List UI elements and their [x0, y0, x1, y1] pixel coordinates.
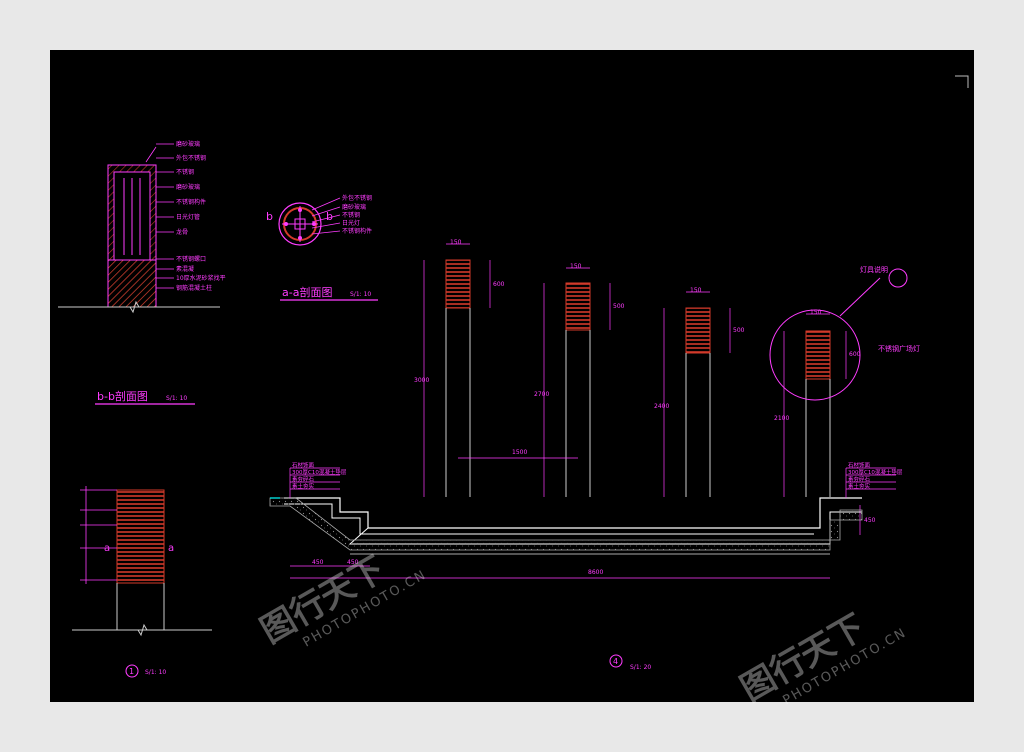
dim-pole-height: 2400 [654, 403, 669, 410]
plan-note: 不锈钢构件 [342, 227, 372, 235]
elev-note: 磨砂玻璃 [176, 140, 200, 148]
dim-pole-height: 2700 [534, 391, 549, 398]
elev-note: 不锈钢螺口 [176, 255, 206, 263]
light-head [685, 307, 711, 354]
step-note-right: 300厚C10混凝土垫层 [848, 468, 903, 476]
elev-note: 不锈钢 [176, 168, 194, 176]
elev-note: 10厚水泥砂浆找平 [176, 274, 226, 282]
dim-bottom-total: 8600 [588, 569, 603, 576]
light-head [445, 259, 471, 309]
dim-top-width: 150 [570, 263, 582, 270]
cad-drawing: 磨砂玻璃 外包不锈钢 不锈钢 磨砂玻璃 不锈钢构件 日光灯管 龙骨 不锈钢螺口 … [58, 75, 969, 678]
step-note-right: 石材饰面 [848, 461, 871, 469]
elev-note: 素混凝 [176, 265, 194, 273]
section-bb-title-block: b-b剖面图 S/1: 10 [95, 389, 195, 405]
step-note-left: 素夯碎石 [292, 475, 315, 483]
step-note-left: 300厚C10混凝土垫层 [292, 468, 347, 476]
plan-note: 不锈钢 [342, 211, 360, 219]
section-bb-scale: S/1: 10 [166, 395, 187, 402]
drawing-sheet: 磨砂玻璃 外包不锈钢 不锈钢 磨砂玻璃 不锈钢构件 日光灯管 龙骨 不锈钢螺口 … [50, 50, 974, 710]
main-elevation: 灯具说明 不锈钢广场灯 150 150 150 [269, 239, 920, 671]
dim-light-height: 500 [733, 327, 745, 334]
plan-note: 日光灯 [342, 219, 360, 227]
section-marker-a: a [104, 543, 110, 554]
dim-right-height: 450 [864, 517, 876, 524]
detail-4-scale: S/1: 20 [630, 664, 651, 671]
lamp-note: 不锈钢广场灯 [878, 344, 920, 353]
detail-1-number: 1 [129, 667, 134, 676]
plan-note: 外包不锈钢 [342, 194, 372, 202]
lamp-elevation-detail: a a 1 S/1: 10 [72, 486, 212, 678]
plan-section-aa: b b 外包不锈钢 磨砂玻璃 不锈钢 日光灯 不锈钢构件 a-a剖面图 S/1:… [266, 194, 378, 301]
dim-light-height: 600 [493, 281, 505, 288]
detail-4-number: 4 [613, 657, 618, 666]
light-head [805, 330, 831, 380]
elev-note: 不锈钢构件 [176, 198, 206, 206]
dim-top-width: 150 [450, 239, 462, 246]
lamp-label: 灯具说明 [860, 265, 888, 274]
elevation-left-detail: 磨砂玻璃 外包不锈钢 不锈钢 磨砂玻璃 不锈钢构件 日光灯管 龙骨 不锈钢螺口 … [58, 140, 226, 314]
dim-pole-height: 2100 [774, 415, 789, 422]
elev-note: 钢筋混凝土柱 [176, 284, 212, 292]
step-note-right: 素土夯实 [848, 482, 871, 490]
detail-1-scale: S/1: 10 [145, 669, 166, 676]
elev-note: 龙骨 [176, 228, 188, 236]
step-note-left: 石材饰面 [292, 461, 315, 469]
elev-note: 外包不锈钢 [176, 154, 206, 162]
dim-light-height: 600 [849, 351, 861, 358]
dim-light-height: 500 [613, 303, 625, 310]
dim-pole-height: 3000 [414, 377, 429, 384]
plan-note: 磨砂玻璃 [342, 203, 366, 211]
section-bb-title: b-b剖面图 [97, 389, 148, 403]
dim-bottom-seg: 450 [347, 559, 359, 566]
section-aa-scale: S/1: 10 [350, 291, 371, 298]
elev-note: 磨砂玻璃 [176, 183, 200, 191]
section-marker-b: b [326, 210, 333, 223]
elev-note: 日光灯管 [176, 213, 200, 221]
section-marker-a: a [168, 543, 174, 554]
section-marker-b: b [266, 210, 273, 223]
dim-top-width: 150 [690, 287, 702, 294]
section-aa-title: a-a剖面图 [282, 285, 332, 299]
step-note-right: 素夯碎石 [848, 475, 871, 483]
dim-spacing: 1500 [512, 449, 527, 456]
step-note-left: 素土夯实 [292, 482, 315, 490]
light-head [565, 282, 591, 331]
dim-bottom-seg: 450 [312, 559, 324, 566]
step-outline [284, 497, 862, 529]
dim-top-width: 150 [810, 309, 822, 316]
